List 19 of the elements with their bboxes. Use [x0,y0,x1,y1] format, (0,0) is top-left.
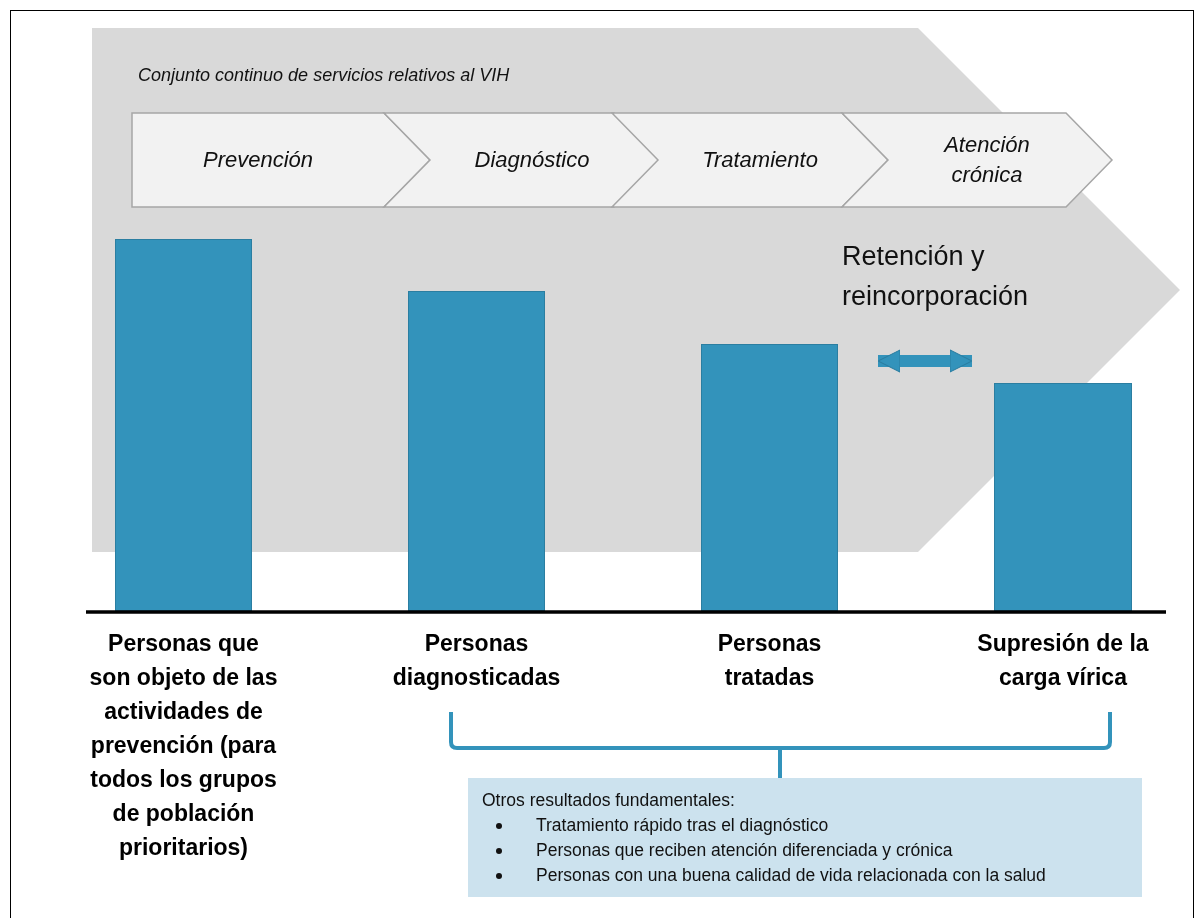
panel-heading: Otros resultados fundamentales: [482,789,736,812]
bar [115,239,252,611]
bar-label: Personas que son objeto de las actividades de prevención (para todos los grupos de población prioritarios) [88,629,279,862]
bar-label: Personas diagnosticadas [391,629,562,692]
double-arrow [877,349,973,373]
bar-label: Personas tratadas [716,629,823,692]
bar [701,344,838,611]
bar [994,383,1132,611]
step-label: Prevención [202,146,314,175]
step-label: Diagnóstico [474,146,590,175]
step-label: Atención crónica [942,131,1031,189]
bar-label: Supresión de la carga vírica [976,629,1150,692]
bar [408,291,545,611]
bullet-item: Personas con una buena calidad de vida relacionada con la salud [536,865,1046,885]
outcomes-panel [468,778,1142,897]
bullet-item: Personas que reciben atención diferenciada y crónica [536,840,953,860]
band-title: Conjunto continuo de servicios relativos al VIH [138,65,510,86]
step-label: Tratamiento [702,146,818,175]
bullet-item: Tratamiento rápido tras el diagnóstico [536,815,829,835]
